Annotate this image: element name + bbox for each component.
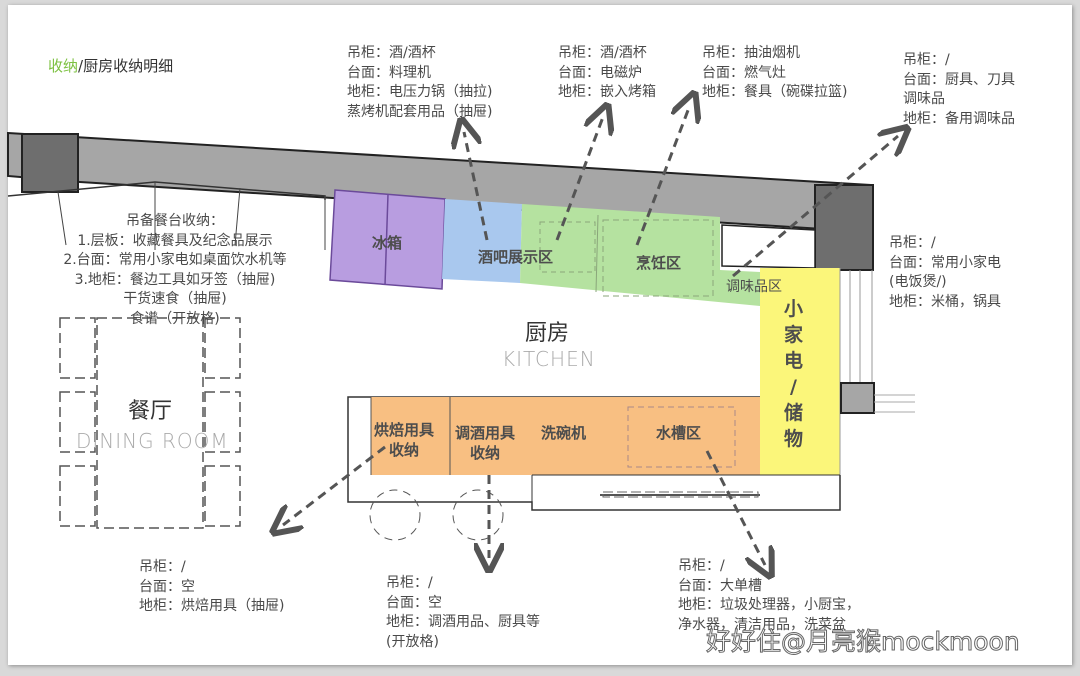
callout-bar-display-2: 吊柜：酒/酒杯台面：电磁炉地柜：嵌入烤箱 bbox=[558, 45, 656, 100]
callout-appliance: 吊柜：/台面：常用小家电 (电饭煲/)地柜：米桶，锅具 bbox=[889, 235, 1001, 310]
fridge-zone bbox=[329, 189, 446, 290]
zone-bar-tools-storage: 调酒用具收纳 bbox=[455, 424, 516, 462]
zone-fridge: 冰箱 bbox=[372, 234, 403, 252]
zone-sink: 水槽区 bbox=[656, 424, 702, 442]
callout-bar-tools: 吊柜：/台面：空地柜：调酒用品、厨具等 (开放格) bbox=[386, 575, 540, 650]
dining-table bbox=[59, 317, 241, 529]
callout-seasoning: 吊柜：/台面：厨具、刀具调味品地柜：备用调味品 bbox=[903, 52, 1015, 127]
callout-arrows bbox=[283, 105, 898, 565]
zone-cooking: 烹饪区 bbox=[636, 254, 682, 272]
callout-cooking: 吊柜：抽油烟机台面：燃气灶地柜：餐具（碗碟拉篮) bbox=[702, 45, 848, 100]
callout-bar-display: 吊柜：酒/酒杯台面：料理机地柜：电压力锅（抽拉)蒸烤机配套用品（抽屉) bbox=[347, 45, 493, 120]
room-kitchen-en: KITCHEN bbox=[502, 347, 596, 371]
callout-sink: 吊柜：/台面：大单槽地柜：垃圾处理器，小厨宝，净水器，清洁用品，洗菜盆 bbox=[678, 558, 860, 633]
room-dining-en: DINING ROOM bbox=[76, 429, 229, 453]
zone-appliance-storage: 小家电/储物 bbox=[784, 298, 804, 450]
page-title: 收纳/厨房收纳明细 bbox=[48, 57, 174, 75]
column-left bbox=[21, 133, 79, 193]
room-dining-cn: 餐厅 bbox=[128, 399, 173, 424]
lower-counter-zone bbox=[371, 397, 760, 475]
room-kitchen-cn: 厨房 bbox=[525, 321, 570, 346]
zone-seasoning: 调味品区 bbox=[726, 279, 782, 295]
diagram-page bbox=[8, 5, 1072, 665]
column-right bbox=[814, 184, 874, 271]
zone-dishwasher: 洗碗机 bbox=[541, 424, 587, 442]
callout-baking: 吊柜：/台面：空地柜：烘焙用具（抽屉) bbox=[139, 559, 285, 614]
watermark: 好好住@月亮猴mockmoon bbox=[706, 627, 1021, 657]
appliance-zone bbox=[760, 268, 840, 475]
zone-bar-display: 酒吧展示区 bbox=[478, 248, 554, 266]
zone-baking-storage: 烘焙用具收纳 bbox=[374, 421, 435, 459]
